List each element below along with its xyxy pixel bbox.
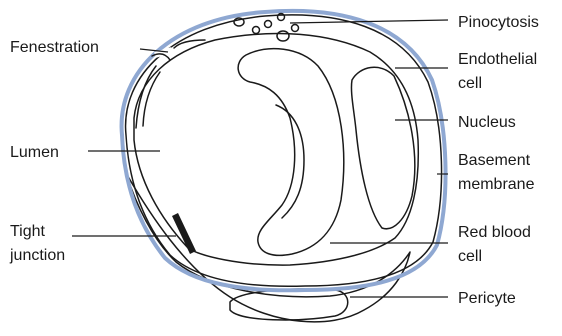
- fenestration-label: Fenestration: [10, 39, 99, 56]
- pinocytosis-label: Pinocytosis: [458, 14, 539, 31]
- nucleus-label: Nucleus: [458, 114, 516, 131]
- tight-junction-label-line2: junction: [9, 247, 65, 264]
- red-blood-cell-label-line2: cell: [458, 248, 482, 265]
- tight-junction-label-line1: Tight: [10, 223, 46, 240]
- red-blood-cell-fold: [276, 105, 304, 218]
- basement-membrane-label-line2: membrane: [458, 176, 535, 193]
- endothelial-cell-label-line1: Endothelial: [458, 51, 537, 68]
- pericyte-label: Pericyte: [458, 290, 516, 307]
- endothelial-cell-label-line2: cell: [458, 75, 482, 92]
- basement-membrane-label-line1: Basement: [458, 152, 531, 169]
- pericyte-nucleus: [230, 289, 348, 320]
- endothelial-cell: [126, 15, 442, 286]
- lumen-boundary: [134, 34, 418, 266]
- red-blood-cell: [238, 49, 344, 256]
- lumen-label: Lumen: [10, 144, 59, 161]
- red-blood-cell-label-line1: Red blood: [458, 224, 531, 241]
- pinocytotic-vesicles: [234, 14, 299, 42]
- lumen-wall-segment-inner: [143, 72, 160, 126]
